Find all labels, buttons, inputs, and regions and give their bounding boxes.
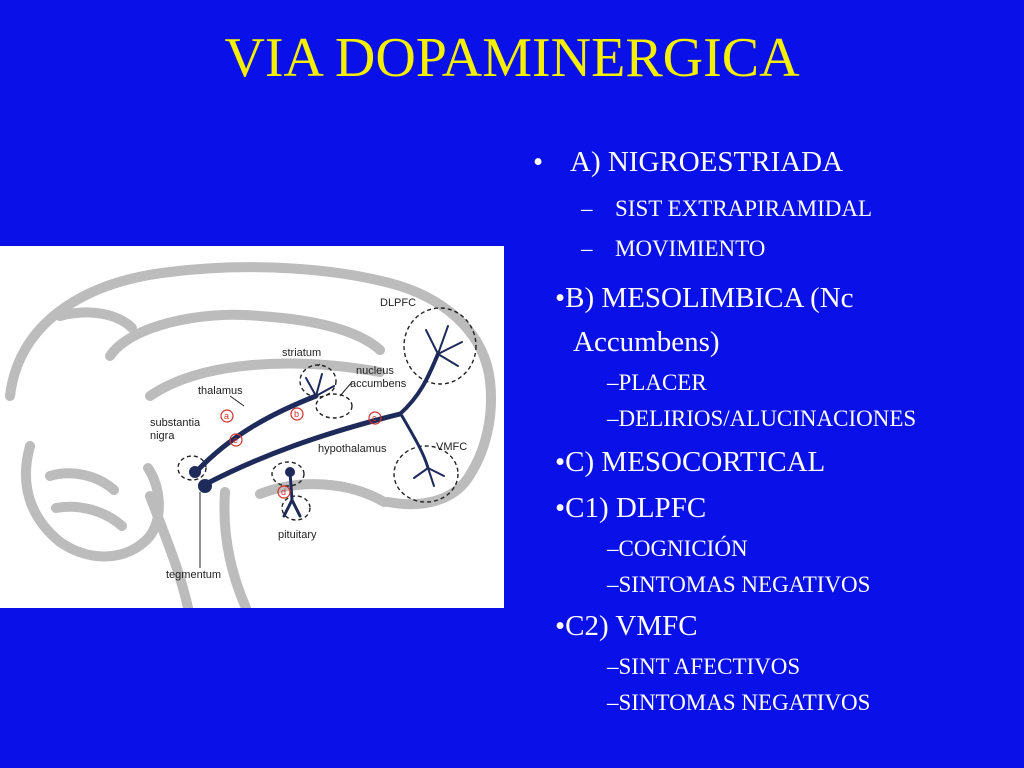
- sub-a1-dash: –: [581, 196, 593, 221]
- brain-diagram-svg: a b c d e DLPFC striatum nucleus accumbe…: [5, 262, 497, 608]
- hypothalamus-region: [271, 461, 305, 487]
- dlpfc-branches: [425, 325, 463, 367]
- cerebellum-folds: [45, 468, 127, 531]
- mesocortical-tract: [398, 352, 440, 416]
- marker-e-icon: [229, 433, 243, 447]
- marker-c: c: [372, 413, 377, 423]
- label-tegmentum: tegmentum: [166, 569, 221, 581]
- slide-title: VIA DOPAMINERGICA: [224, 27, 800, 89]
- sub-a2-text: MOVIMIENTO: [615, 236, 766, 261]
- pituitary-region: [281, 495, 311, 521]
- vmfc-branches: [413, 467, 445, 487]
- sub-c2a-text: –SINT AFECTIVOS: [607, 654, 801, 679]
- sub-c1b-text: –SINTOMAS NEGATIVOS: [607, 572, 871, 597]
- marker-d-icon: [277, 485, 291, 499]
- pathway-a-label: A) NIGROESTRIADA: [570, 146, 844, 178]
- mesocortical-vmfc-tract: [400, 414, 430, 470]
- pathway-c1-label: •C1) DLPFC: [555, 492, 707, 524]
- accumbens-region: [315, 393, 353, 419]
- pathway-b-label-line1: •B) MESOLIMBICA (Nc: [555, 282, 854, 314]
- label-nigra: nigra: [150, 430, 175, 442]
- sub-b2-text: –DELIRIOS/ALUCINACIONES: [607, 406, 917, 431]
- label-vmfc: VMFC: [436, 441, 467, 453]
- dlpfc-region: [403, 307, 477, 385]
- substantia-nigra-region: [177, 455, 207, 481]
- striatum-region: [299, 364, 337, 398]
- vta-node: [198, 479, 212, 493]
- marker-d: d: [281, 487, 286, 497]
- label-accumbens: accumbens: [350, 378, 407, 390]
- marker-b-icon: [290, 407, 304, 421]
- label-thalamus: thalamus: [198, 385, 243, 397]
- tuberoinfundibular-tract: [282, 470, 302, 518]
- temporal-lobe: [255, 479, 389, 507]
- label-striatum: striatum: [282, 347, 321, 359]
- sub-c2b-text: –SINTOMAS NEGATIVOS: [607, 690, 871, 715]
- label-substantia: substantia: [150, 417, 201, 429]
- marker-a: a: [224, 411, 229, 421]
- substantia-nigra-node: [189, 466, 201, 478]
- pathway-c2-label: •C2) VMFC: [555, 610, 698, 642]
- pathway-b-label-line2: Accumbens): [573, 326, 720, 358]
- gyri-lines-2: [55, 307, 137, 333]
- marker-c-icon: [368, 411, 382, 425]
- sub-b1-text: –PLACER: [607, 370, 707, 395]
- marker-e: e: [233, 435, 238, 445]
- vmfc-region: [393, 445, 459, 503]
- label-pituitary: pituitary: [278, 529, 317, 541]
- gyri-lines: [105, 309, 385, 361]
- cortex-outline: [5, 262, 497, 510]
- marker-b: b: [294, 409, 299, 419]
- pathway-c-label: •C) MESOCORTICAL: [555, 446, 826, 478]
- hypothalamus-node: [285, 467, 295, 477]
- marker-a-icon: [220, 409, 234, 423]
- corpus-callosum: [145, 358, 385, 401]
- brainstem: [145, 491, 193, 608]
- brain-dopamine-diagram: a b c d e DLPFC striatum nucleus accumbe…: [0, 246, 504, 608]
- label-dlpfc: DLPFC: [380, 297, 416, 309]
- bullet-a-marker: •: [533, 146, 544, 178]
- striatum-branches: [305, 373, 335, 397]
- sub-c1a-text: –COGNICIÓN: [607, 536, 748, 561]
- label-nucleus: nucleus: [356, 365, 394, 377]
- sub-a1-text: SIST EXTRAPIRAMIDAL: [615, 196, 873, 221]
- cerebellum: [20, 441, 164, 562]
- nigrostriatal-tract: [193, 393, 319, 475]
- label-hypothalamus: hypothalamus: [318, 443, 387, 455]
- mesolimbic-tract: [203, 411, 403, 487]
- sub-a2-dash: –: [581, 236, 593, 261]
- brainstem-2: [219, 487, 251, 608]
